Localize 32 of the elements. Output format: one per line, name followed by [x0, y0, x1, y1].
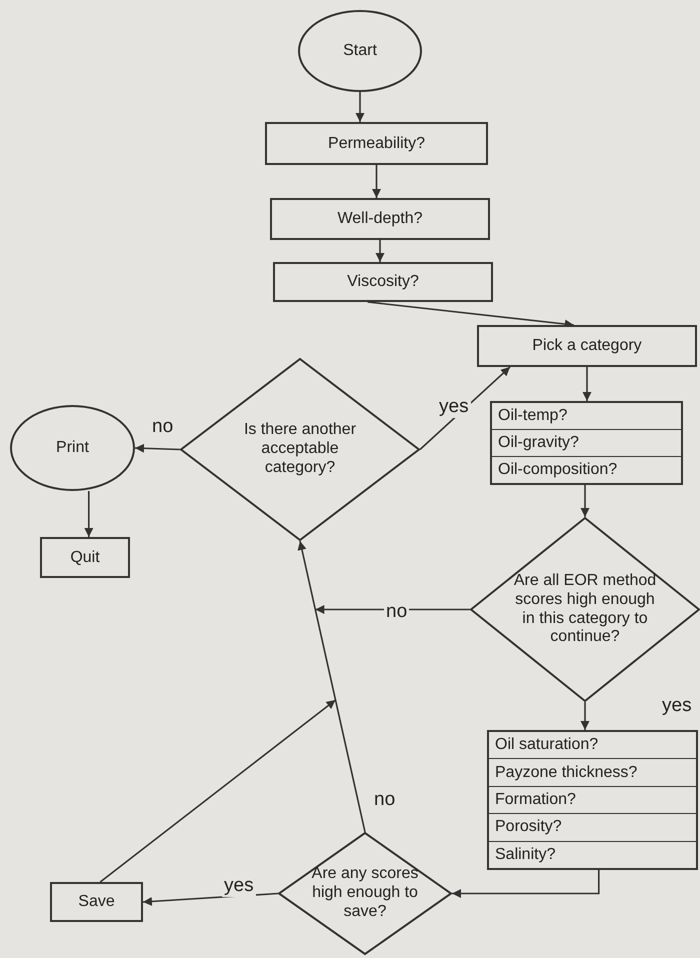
process-box: Save: [50, 882, 143, 922]
process-box: Pick a category: [477, 325, 697, 367]
process-box: Well-depth?: [270, 198, 490, 240]
question-list-box: [490, 401, 683, 485]
decision-text: Are all EOR method scores high enough in this category to continue?: [512, 572, 658, 648]
question-text: Porosity?: [495, 818, 562, 836]
arrow: [452, 870, 600, 898]
process-box: Viscosity?: [273, 262, 493, 302]
question-text: Oil-gravity?: [498, 434, 579, 452]
question-text: Formation?: [495, 791, 576, 810]
decision-text: Are any scores high enough to save?: [310, 865, 420, 922]
arrow: [376, 240, 384, 262]
question-text: Oil saturation?: [495, 736, 598, 754]
arrow: [134, 444, 180, 453]
question-text: Payzone thickness?: [495, 764, 638, 782]
question-text: Oil-temp?: [498, 407, 568, 425]
arrow: [298, 540, 366, 832]
arrow: [100, 699, 336, 883]
arrow: [84, 491, 94, 537]
question-text: Oil-composition?: [498, 461, 618, 479]
arrow: [580, 485, 590, 517]
decision-text: Is there another acceptable category?: [242, 421, 358, 478]
arrow: [582, 367, 592, 401]
process-box: Permeability?: [265, 122, 488, 165]
arrow: [372, 165, 381, 198]
question-text: Salinity?: [495, 846, 556, 864]
terminal-ellipse: Print: [10, 405, 135, 491]
start-ellipse: Start: [298, 10, 422, 92]
arrow: [580, 702, 590, 730]
question-list-box: [487, 730, 698, 870]
arrow: [356, 92, 364, 122]
process-box: Quit: [40, 537, 130, 578]
